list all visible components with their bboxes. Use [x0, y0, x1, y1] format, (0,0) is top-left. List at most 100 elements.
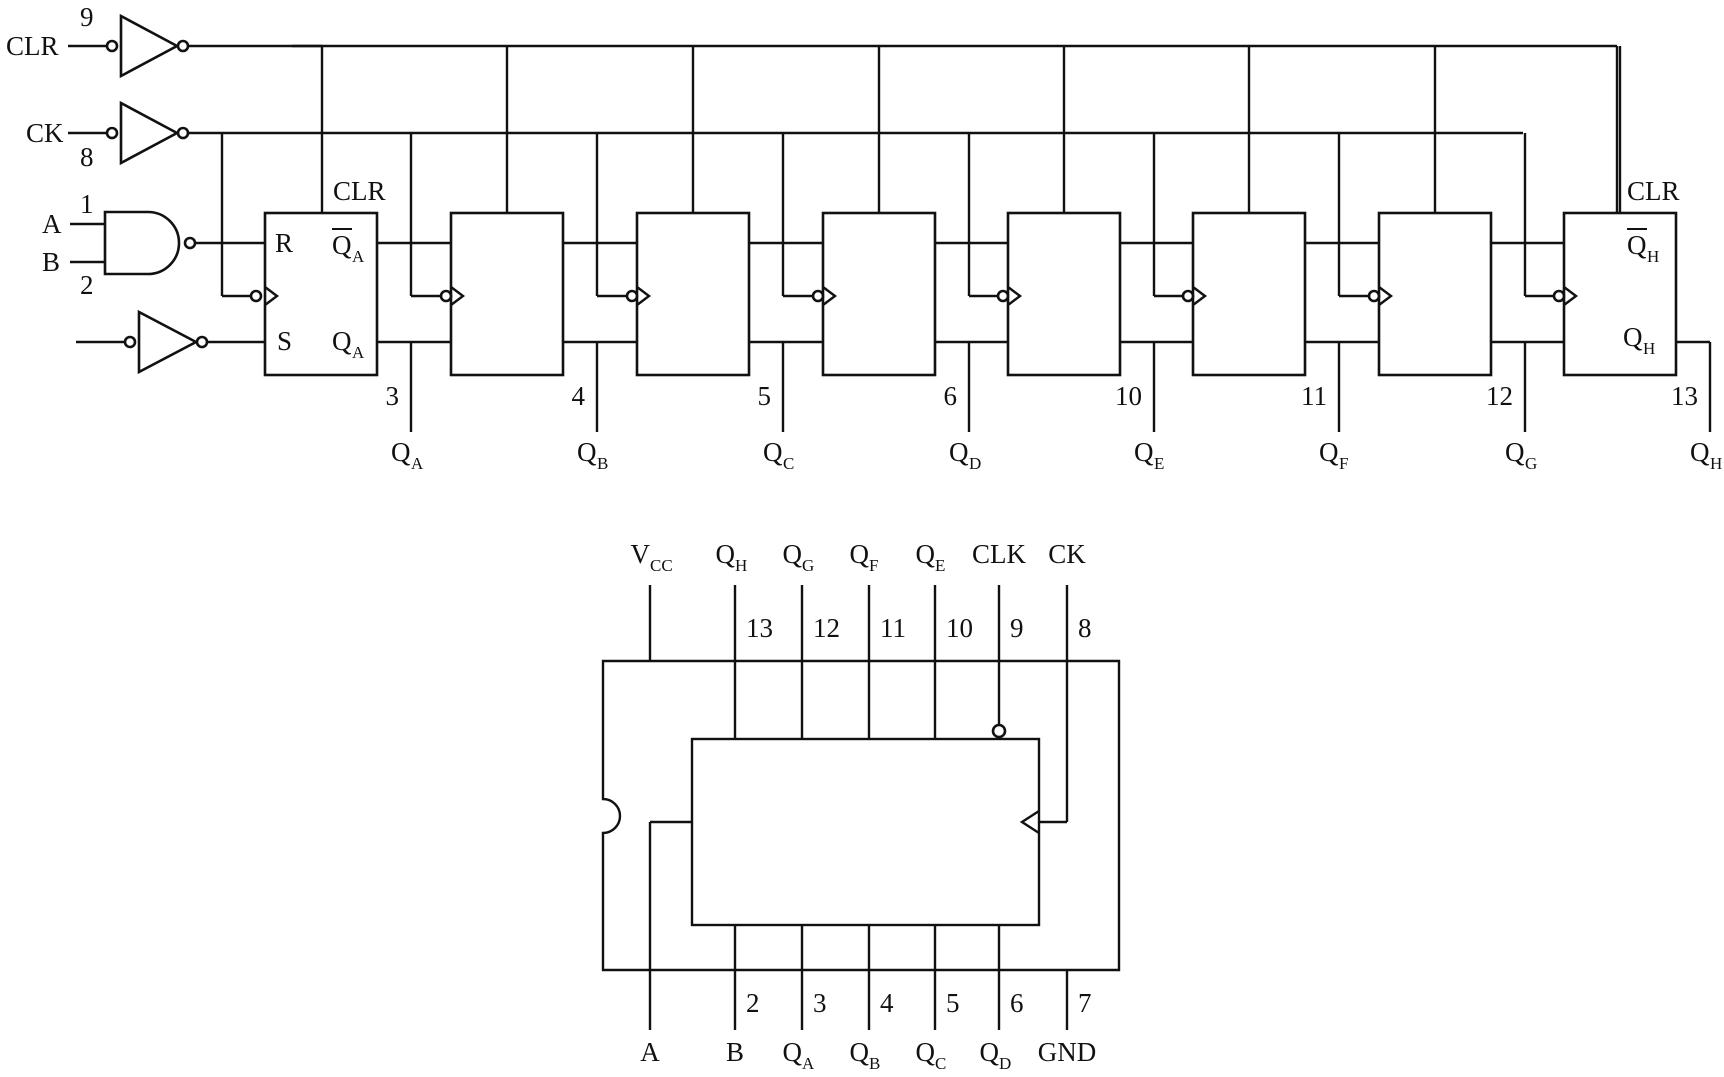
output-label-4: Q [1134, 437, 1154, 467]
ck-pin-number: 8 [80, 142, 94, 172]
top-pin-label-4: Q [916, 539, 936, 569]
nand-gate: A 1 B 2 [42, 189, 265, 300]
ff-h-qbar-label: Q [1627, 230, 1647, 260]
flip-flop-5 [1191, 211, 1307, 377]
top-pin-number-1: 13 [746, 613, 773, 643]
ck-input-label: CK [26, 118, 64, 148]
output-label-sub-1: B [597, 454, 608, 473]
bottom-pin-label-5: Q [980, 1037, 1000, 1067]
ff-clock-marker-2 [636, 286, 651, 306]
ff-a-r-label: R [275, 228, 293, 258]
bottom-pin-label-sub-5: D [999, 1054, 1011, 1072]
output-label-sub-5: F [1339, 454, 1348, 473]
flip-flop-4 [1006, 211, 1122, 377]
output-pin-number-2: 5 [758, 381, 772, 411]
ff-a-qbar-label: Q [332, 230, 352, 260]
ff-clock-marker-5 [1192, 286, 1207, 306]
ff-h-q-sub: H [1643, 339, 1655, 358]
top-pin-label-3: Q [850, 539, 870, 569]
package-outline [601, 659, 1121, 972]
flip-flop-1 [449, 211, 565, 377]
flip-flop-7 [1562, 211, 1678, 377]
flip-flop-2 [635, 211, 751, 377]
ff-ck-bubble-3 [811, 289, 825, 303]
clr-pin-number: 9 [80, 2, 94, 32]
top-pin-label-sub-3: F [869, 556, 878, 575]
top-pin-label-5: CLK [972, 539, 1027, 569]
bottom-pin-label-0: A [640, 1037, 660, 1067]
bottom-pin-label-1: B [726, 1037, 744, 1067]
ff-a-s-label: S [277, 326, 292, 356]
gate-input-b-pin: 2 [80, 270, 94, 300]
top-pin-number-4: 10 [946, 613, 973, 643]
output-label-sub-2: C [783, 454, 794, 473]
bottom-pin-number-2: 3 [813, 988, 827, 1018]
ff-h-qbar-sub: H [1647, 247, 1659, 266]
ff-a-q-label: Q [332, 326, 352, 356]
ff-a-clr-label: CLR [333, 176, 386, 206]
flip-flop-6 [1377, 211, 1493, 377]
output-pin-number-1: 4 [572, 381, 586, 411]
bottom-pin-label-6: GND [1038, 1037, 1097, 1067]
output-pin-number-0: 3 [386, 381, 400, 411]
output-label-sub-6: G [1525, 454, 1537, 473]
bottom-pin-label-3: Q [850, 1037, 870, 1067]
top-pin-number-2: 12 [813, 613, 840, 643]
ff-h-labels: CLR Q H Q H [1623, 176, 1680, 358]
ff-ck-bubble-4 [996, 289, 1010, 303]
top-pin-number-6: 8 [1078, 613, 1092, 643]
output-label-6: Q [1505, 437, 1525, 467]
ff-a-labels: CLR R S Q A Q A [275, 176, 386, 362]
bottom-pin-label-sub-2: A [802, 1054, 815, 1072]
bottom-pin-number-3: 4 [880, 988, 894, 1018]
flip-flop-3 [821, 211, 937, 377]
top-pin-label-sub-1: H [735, 556, 747, 575]
output-label-1: Q [577, 437, 597, 467]
ff-a-qbar-sub: A [352, 247, 365, 266]
ff-h-clr-label: CLR [1627, 176, 1680, 206]
bottom-pin-label-sub-4: C [935, 1054, 946, 1072]
bottom-pin-label-2: Q [783, 1037, 803, 1067]
top-pin-label-1: Q [716, 539, 736, 569]
bottom-pin-number-5: 6 [1010, 988, 1024, 1018]
bottom-pin-number-1: 2 [746, 988, 760, 1018]
top-pin-label-sub-0: CC [650, 556, 673, 575]
top-pin-label-sub-4: E [935, 556, 945, 575]
gate-input-a-pin: 1 [80, 189, 94, 219]
ff-clock-marker-6 [1378, 286, 1393, 306]
output-label-sub-7: H [1710, 454, 1722, 473]
ff-clock-marker-1 [450, 286, 465, 306]
top-pin-label-sub-2: G [802, 556, 814, 575]
output-pin-number-7: 13 [1671, 381, 1698, 411]
output-pin-number-6: 12 [1486, 381, 1513, 411]
s-inverter [76, 309, 265, 375]
ff-clock-marker-0 [264, 286, 279, 306]
top-pin-number-3: 11 [880, 613, 906, 643]
ff-ck-bubble-5 [1181, 289, 1195, 303]
ff-h-q-label: Q [1623, 322, 1643, 352]
ff-clock-marker-4 [1007, 286, 1022, 306]
output-pin-number-5: 11 [1301, 381, 1327, 411]
bottom-pin-number-4: 5 [946, 988, 960, 1018]
logic-schematic: CLR 9 CK 8 A 1 B 2 [6, 2, 1722, 473]
top-pin-label-0: V [631, 539, 651, 569]
output-label-sub-3: D [969, 454, 981, 473]
clk-inversion-bubble [991, 723, 1007, 739]
top-pin-label-6: CK [1048, 539, 1086, 569]
top-pin-label-2: Q [783, 539, 803, 569]
output-label-5: Q [1319, 437, 1339, 467]
ff-ck-bubble-7 [1552, 289, 1566, 303]
output-label-0: Q [391, 437, 411, 467]
output-label-2: Q [763, 437, 783, 467]
bottom-pin-label-4: Q [916, 1037, 936, 1067]
ck-inverter: CK 8 [26, 100, 190, 172]
gate-input-b-label: B [42, 247, 60, 277]
ff-ck-bubble-6 [1367, 289, 1381, 303]
clock-triangle [1019, 809, 1040, 835]
clr-input-label: CLR [6, 31, 59, 61]
output-label-sub-4: E [1154, 454, 1164, 473]
